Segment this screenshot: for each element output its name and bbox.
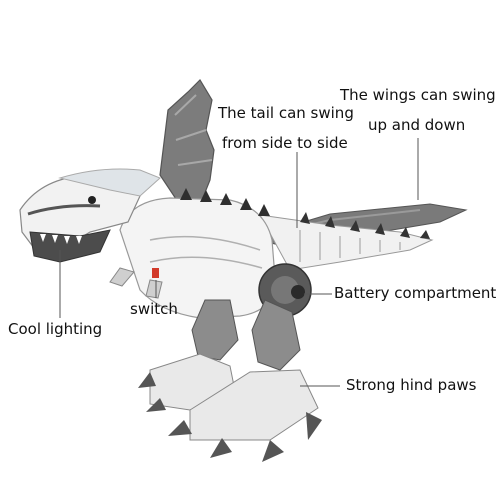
wings-label-line2: up and down <box>368 116 466 134</box>
tail-label-line1: The tail can swing <box>218 104 354 122</box>
tail-label-line2: from side to side <box>222 134 348 152</box>
left-leg <box>191 299 239 361</box>
switch-label: switch <box>130 300 178 318</box>
battery-label: Battery compartment <box>334 284 497 302</box>
switch-indicator <box>152 268 159 278</box>
lighting-label: Cool lighting <box>8 320 103 338</box>
upright-wing <box>159 79 215 206</box>
paws-label: Strong hind paws <box>346 376 477 394</box>
right-leg <box>251 299 301 371</box>
wings-label-line1: The wings can swing <box>340 86 496 104</box>
right-foot <box>189 369 319 441</box>
